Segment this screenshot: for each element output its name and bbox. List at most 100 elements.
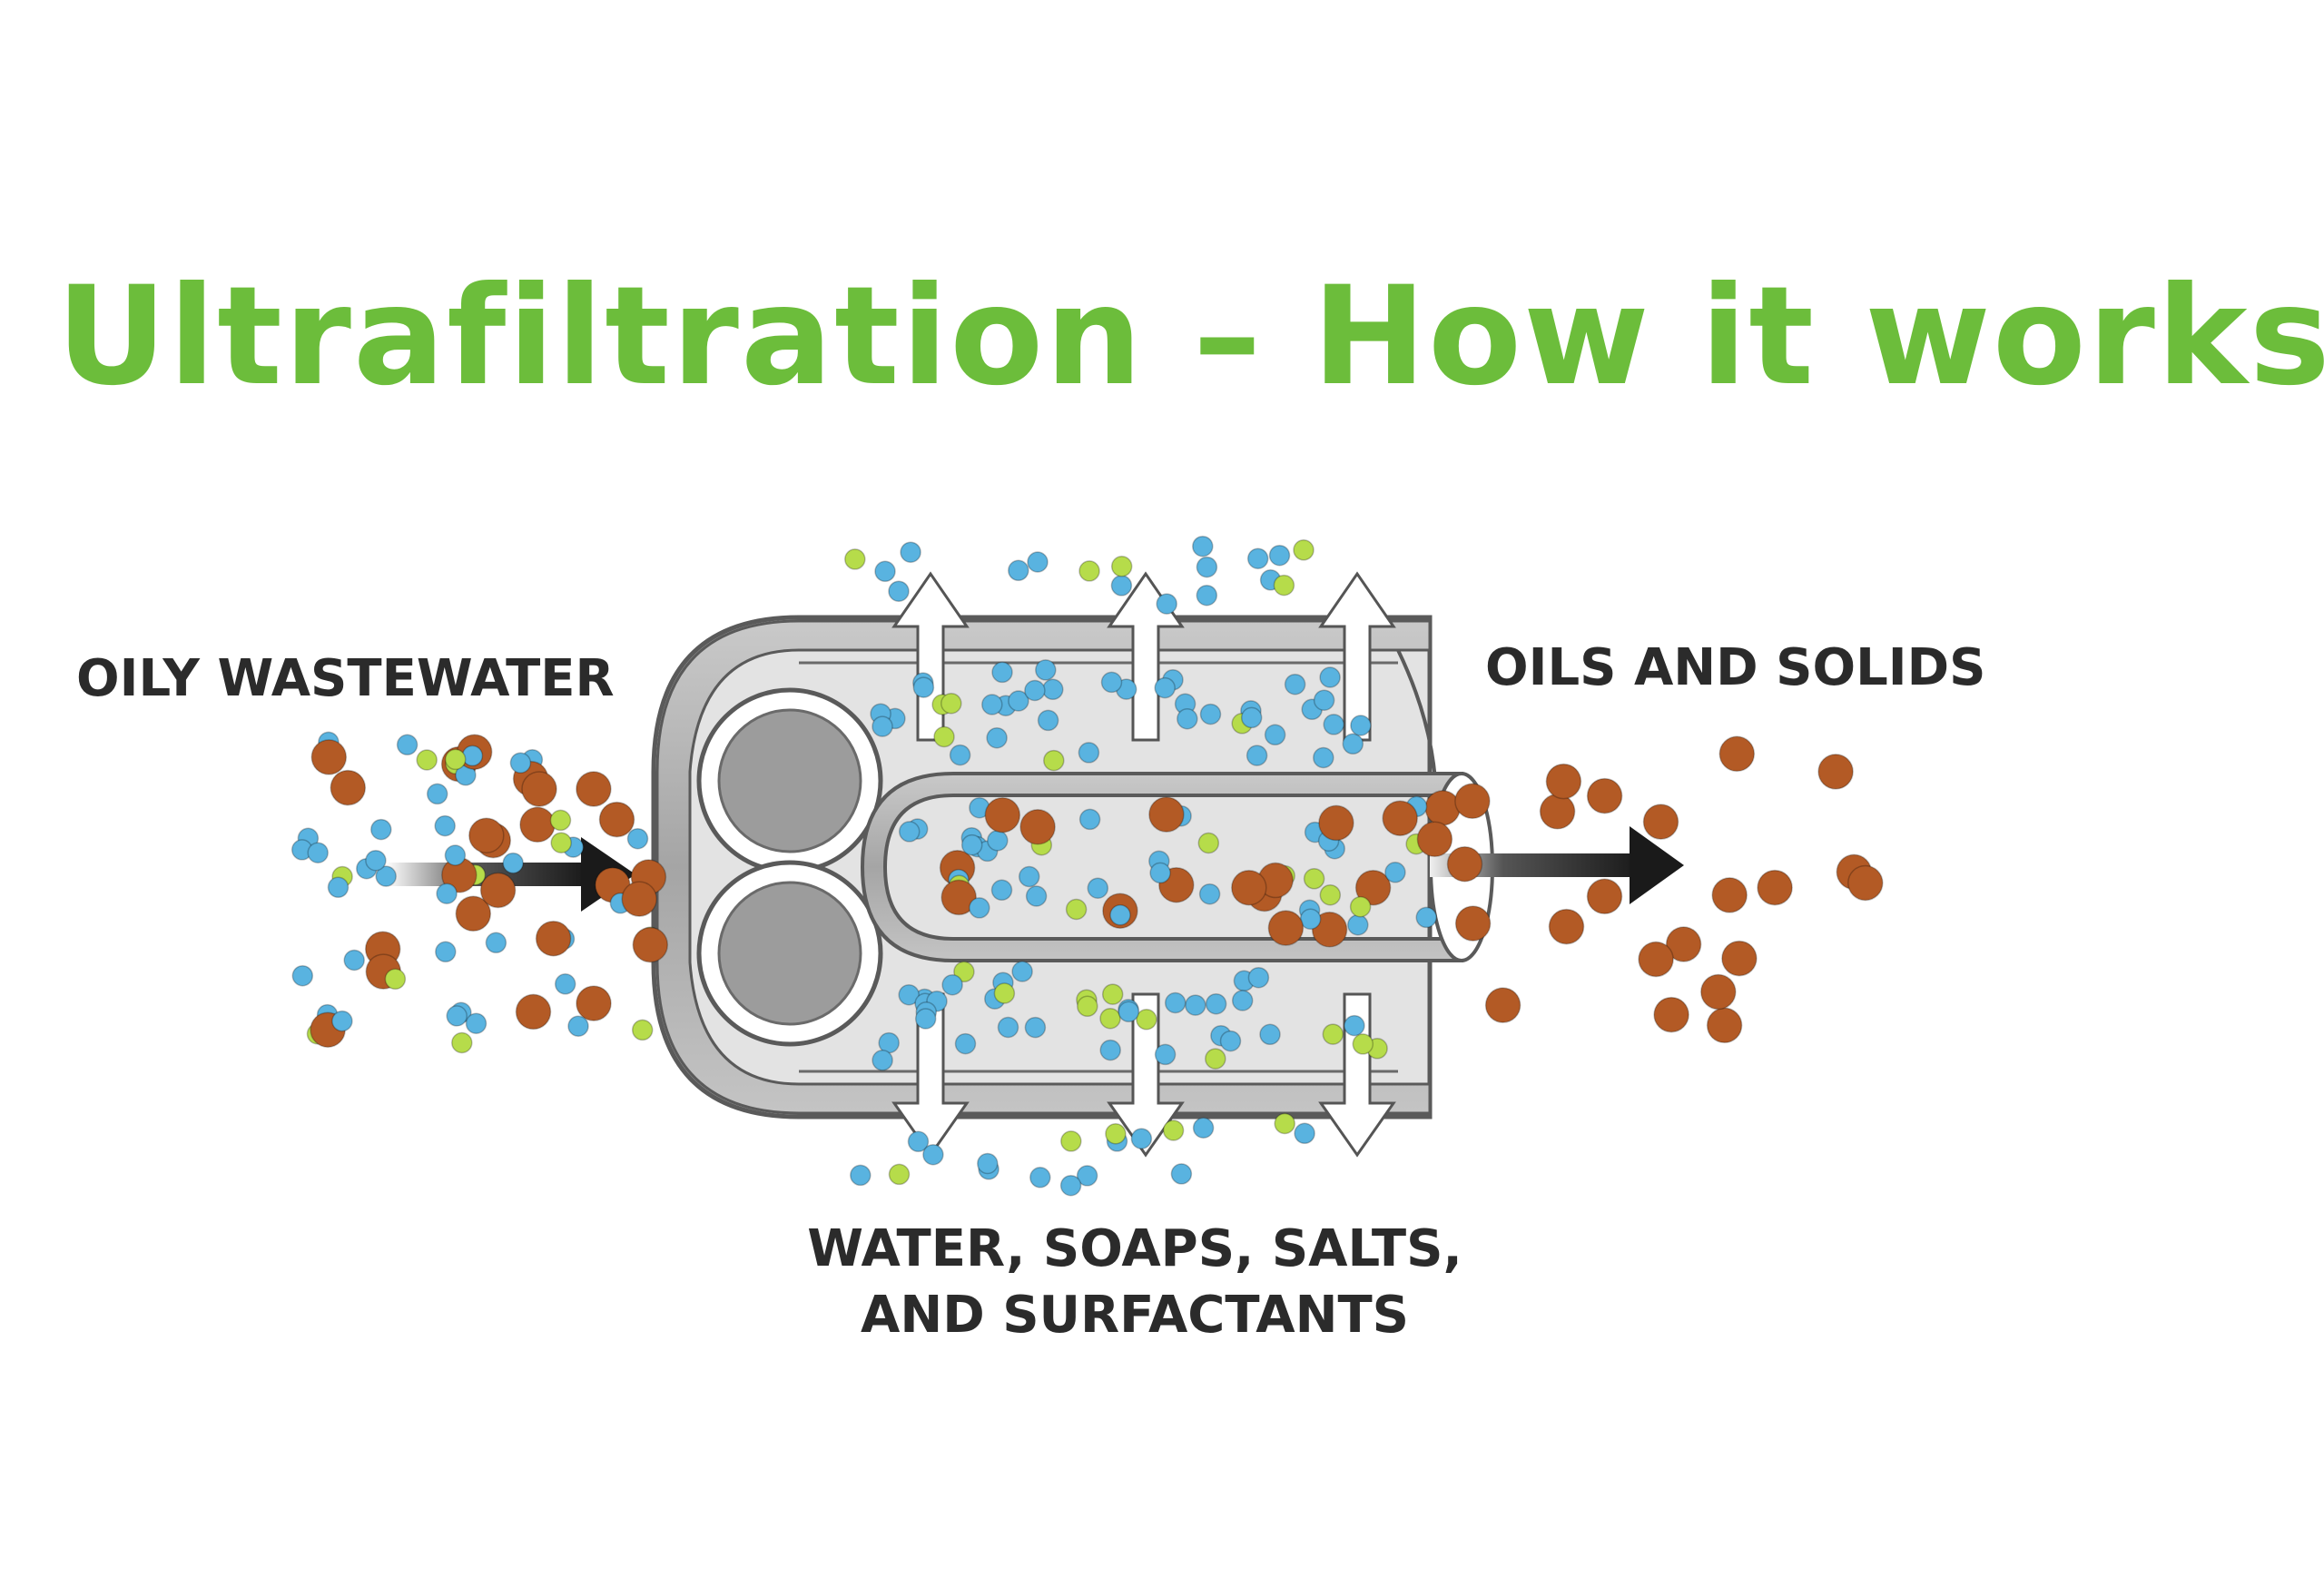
water-particle <box>434 814 456 837</box>
permeate-arrow-up-icon <box>1318 571 1396 742</box>
water-particle <box>1198 883 1221 905</box>
soap-particle <box>1274 1112 1295 1135</box>
water-particle <box>1192 535 1214 557</box>
soap-particle <box>1273 574 1295 597</box>
soap-particle <box>416 749 438 771</box>
water-particle <box>874 560 896 583</box>
water-particle <box>1170 1163 1193 1185</box>
oil-particle <box>632 926 669 963</box>
water-particle <box>969 897 990 919</box>
water-particle <box>365 849 387 872</box>
water-particle <box>1109 904 1131 926</box>
water-particle <box>1027 551 1049 573</box>
end-tube-bottom-core <box>717 881 862 1026</box>
oil-particle <box>1545 763 1582 800</box>
soap-particle <box>888 1163 911 1186</box>
oil-particle <box>1148 796 1185 833</box>
oil-particle <box>576 985 612 1021</box>
permeate-label-line1: WATER, SOAPS, SALTS, <box>807 1219 1462 1278</box>
oil-particle <box>1318 804 1354 842</box>
water-particle <box>1154 676 1176 699</box>
water-particle <box>396 734 419 756</box>
page-title: Ultrafiltration – How it works <box>56 258 2324 416</box>
water-particle <box>1024 1016 1047 1039</box>
soap-particle <box>1043 749 1065 772</box>
water-particle <box>987 830 1009 852</box>
permeate-arrows <box>891 571 1396 1158</box>
permeate-arrow-down-icon <box>891 992 970 1158</box>
water-particle <box>1029 1167 1051 1188</box>
water-particle <box>912 676 935 698</box>
soap-particle <box>549 809 572 832</box>
input-label: OILY WASTEWATER <box>76 649 615 708</box>
oil-particle <box>1446 845 1483 883</box>
oil-particle <box>310 739 348 775</box>
water-particle <box>1037 709 1059 732</box>
oil-particle <box>1382 800 1418 836</box>
soap-particle <box>444 748 467 771</box>
water-particle <box>436 883 458 904</box>
oil-particle <box>1817 754 1854 790</box>
permeate-label: WATER, SOAPS, SALTS, AND SURFACTANTS <box>781 1217 1489 1349</box>
water-particle <box>509 752 532 774</box>
soap-particle <box>933 725 955 748</box>
water-particle <box>1264 724 1286 746</box>
soap-particle <box>993 982 1016 1004</box>
water-particle <box>1100 671 1123 694</box>
soap-particle <box>1205 1048 1226 1070</box>
water-particle <box>990 879 1013 902</box>
oil-particle <box>1548 908 1585 945</box>
soap-particle <box>1105 1122 1127 1145</box>
water-particle <box>1240 706 1263 729</box>
water-particle <box>981 694 1003 715</box>
concentrate-label: OILS AND SOLIDS <box>1485 638 1986 697</box>
soap-particle <box>1078 560 1100 582</box>
oil-particle <box>1586 777 1623 814</box>
water-particle <box>502 852 524 874</box>
water-particle <box>914 1008 937 1030</box>
water-particle <box>1246 745 1268 766</box>
water-particle <box>1042 678 1064 701</box>
oil-particle <box>1484 987 1521 1023</box>
water-particle <box>331 1010 353 1032</box>
water-particle <box>997 1016 1019 1039</box>
water-particle <box>898 821 921 843</box>
water-particle <box>1076 1165 1098 1187</box>
soap-particle <box>1162 1119 1185 1141</box>
water-particle <box>1024 679 1046 702</box>
oil-particle <box>1454 905 1492 942</box>
water-particle <box>941 973 963 996</box>
water-particle <box>1347 913 1369 936</box>
oil-particle <box>1638 941 1674 978</box>
soap-particle <box>1060 1130 1082 1152</box>
oil-particle <box>1700 973 1737 1011</box>
water-particle <box>1130 1128 1153 1149</box>
water-particle <box>1011 961 1033 982</box>
soap-particle <box>1319 883 1342 906</box>
water-particle <box>435 941 457 963</box>
water-particle <box>1323 714 1344 735</box>
oil-particle <box>1721 940 1758 977</box>
water-particle <box>960 833 983 856</box>
soap-particle <box>844 548 866 570</box>
soap-particle <box>1293 539 1315 561</box>
soap-particle <box>1352 1033 1374 1055</box>
soap-particle <box>1077 995 1098 1018</box>
water-particle <box>1177 707 1198 730</box>
membrane-tube <box>860 772 1463 962</box>
water-particle <box>1118 1001 1140 1023</box>
oil-particle <box>468 817 505 853</box>
oil-particle <box>1416 821 1453 858</box>
oil-particle <box>1706 1007 1743 1044</box>
soap-particle <box>1197 832 1220 854</box>
water-particle <box>1008 690 1029 712</box>
oil-particle <box>1757 869 1793 906</box>
oil-particle <box>455 895 492 932</box>
water-particle <box>1025 885 1048 907</box>
water-particle <box>1156 593 1177 615</box>
oil-particle <box>1653 996 1689 1033</box>
water-particle <box>1313 746 1334 769</box>
water-particle <box>900 541 921 563</box>
oil-particle <box>1354 869 1392 906</box>
water-particle <box>1199 703 1222 725</box>
